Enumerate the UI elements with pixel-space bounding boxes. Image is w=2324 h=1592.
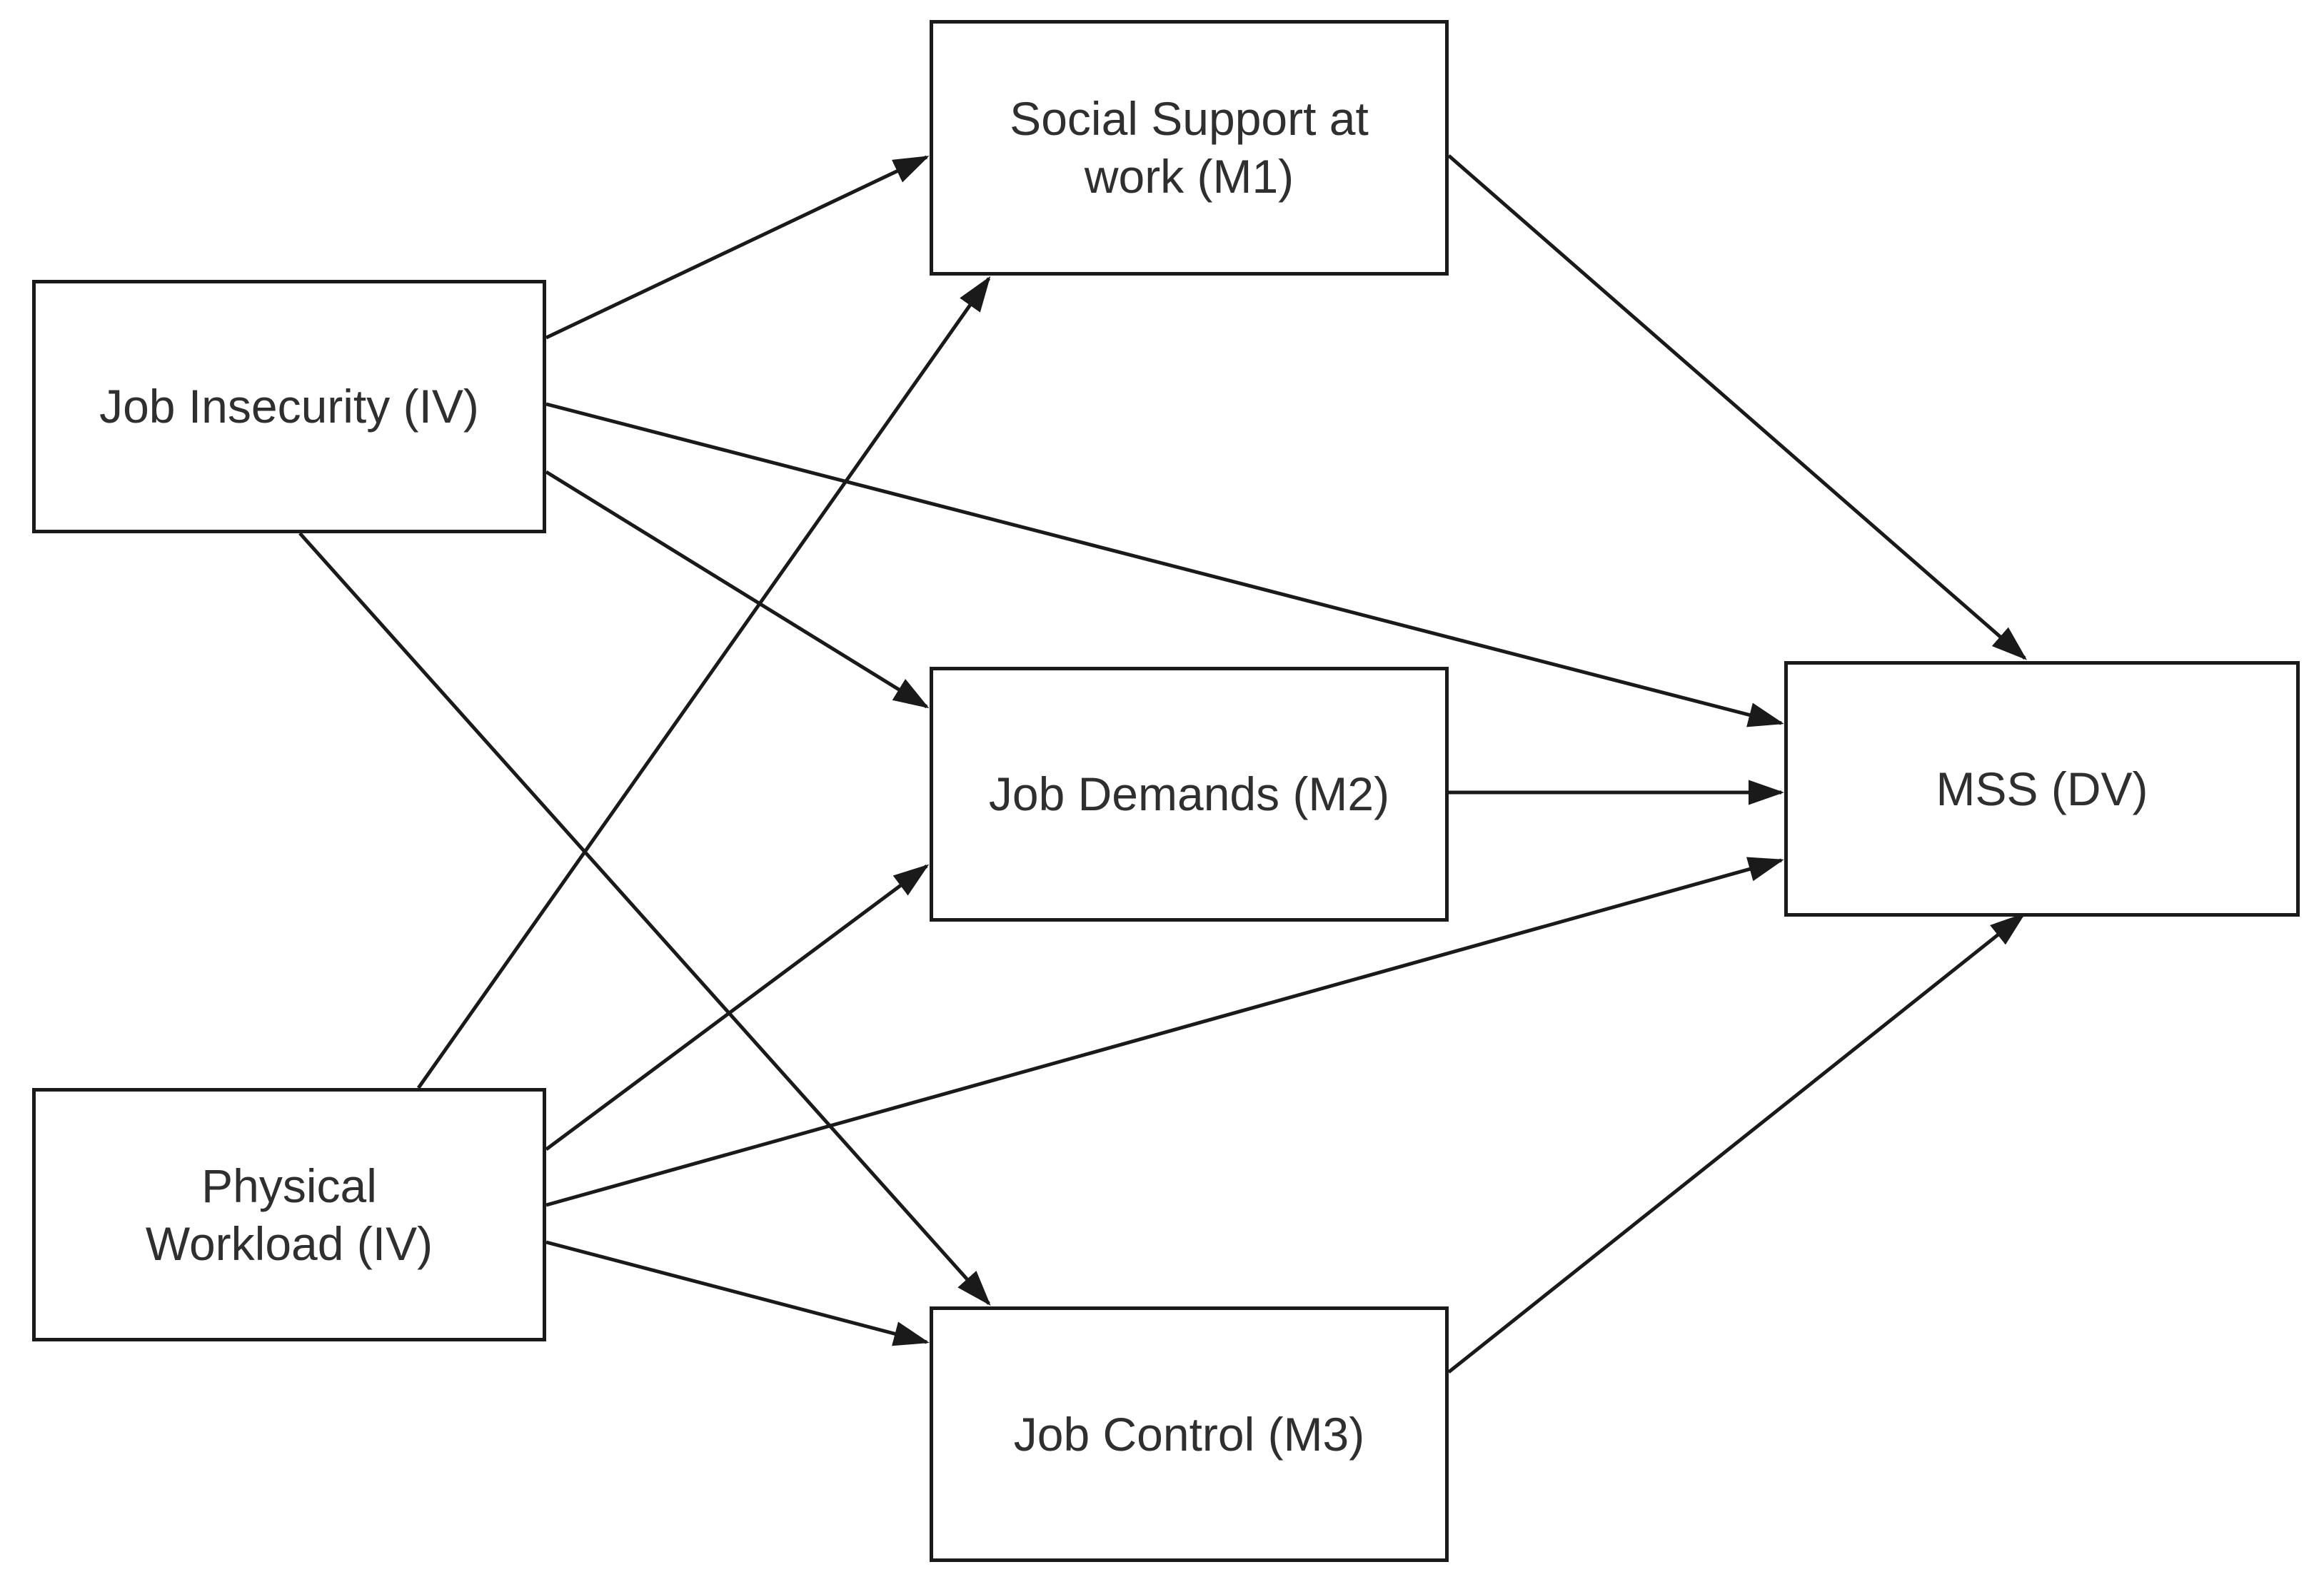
node-job-control-label: Job Control (M3) — [1013, 1407, 1365, 1461]
node-job-demands: Job Demands (M2) — [930, 667, 1449, 922]
node-physical-workload: Physical Workload (IV) — [32, 1088, 546, 1341]
arrow-job_control-to-mss — [1447, 912, 2026, 1374]
arrow-physical_workload-to-social_support — [416, 276, 991, 1089]
node-physical-workload-label: Physical Workload (IV) — [145, 1159, 433, 1270]
node-job-insecurity-label: Job Insecurity (IV) — [99, 380, 479, 433]
arrow-job_insecurity-to-mss — [545, 402, 1784, 727]
node-job-demands-label: Job Demands (M2) — [988, 767, 1390, 821]
arrow-physical_workload-to-job_control — [545, 1240, 930, 1346]
arrow-job_insecurity-to-job_control — [298, 532, 991, 1306]
node-mss-label: MSS (DV) — [1936, 762, 2148, 815]
node-social-support-label: Social Support at work (M1) — [1010, 92, 1369, 203]
node-social-support: Social Support at work (M1) — [930, 20, 1449, 276]
arrow-physical_workload-to-mss — [545, 857, 1784, 1207]
arrow-social_support-to-mss — [1447, 154, 2028, 660]
node-job-insecurity: Job Insecurity (IV) — [32, 280, 546, 533]
node-job-control: Job Control (M3) — [930, 1306, 1449, 1562]
arrow-job_insecurity-to-job_demands — [545, 470, 930, 709]
arrow-job_insecurity-to-social_support — [545, 155, 930, 340]
node-mss: MSS (DV) — [1784, 661, 2300, 917]
arrow-physical_workload-to-job_demands — [545, 864, 930, 1152]
